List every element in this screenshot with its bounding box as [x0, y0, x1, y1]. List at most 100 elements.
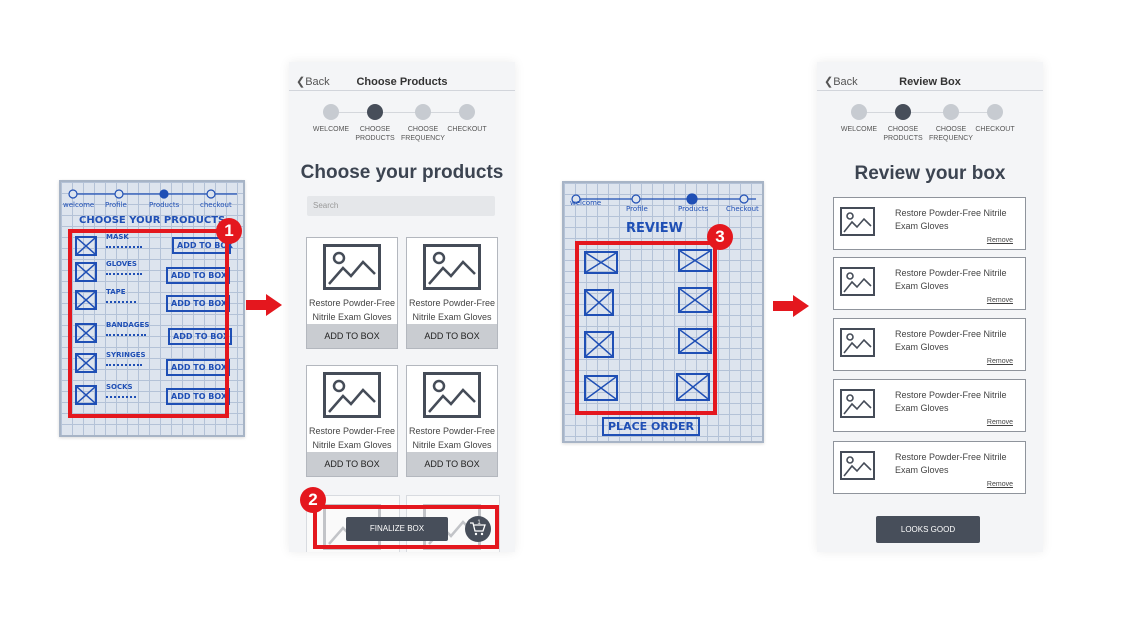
sketch-product-image [584, 375, 618, 401]
sketch-product-image [75, 236, 97, 256]
sketch-grid [564, 183, 762, 441]
page-header-title: Review Box [899, 76, 961, 88]
chevron-left-icon: ❮ [824, 76, 834, 88]
search-input[interactable]: Search [307, 196, 495, 216]
step-choose-products[interactable]: CHOOSE PRODUCTS [345, 104, 405, 143]
step-checkout[interactable]: CHECKOUT [437, 104, 497, 134]
sketch-desc-line [106, 246, 142, 248]
sketch-product-image [584, 331, 614, 358]
cart-button[interactable]: 1 [465, 516, 491, 542]
review-item-name: Restore Powder-Free Nitrile Exam Gloves [895, 452, 1007, 475]
step-label: CHOOSE FREQUENCY [929, 126, 973, 142]
add-to-box-button[interactable]: ADD TO BOX [307, 324, 397, 348]
screen-review-box: ❮Back Review Box WELCOME CHOOSE PRODUCTS… [817, 62, 1043, 552]
back-button[interactable]: ❮Back [824, 75, 858, 88]
back-button[interactable]: ❮Back [296, 75, 330, 88]
step-label: CHOOSE PRODUCTS [883, 126, 923, 142]
annotation-badge-3: 3 [707, 224, 733, 250]
sketch-choose-products: welcome Profile Products checkout CHOOSE… [59, 180, 245, 437]
sketch-step-profile: Profile [105, 201, 127, 209]
sketch-title: CHOOSE YOUR PRODUCTS [79, 215, 226, 226]
sketch-product-image [75, 353, 97, 373]
page-title: Choose your products [300, 162, 504, 183]
remove-link[interactable]: Remove [986, 358, 1013, 365]
cart-count: 1 [477, 520, 481, 526]
product-card[interactable]: Restore Powder-Free Nitrile Exam Gloves … [406, 237, 498, 349]
annotation-highlight-3 [575, 241, 717, 415]
sketch-add-to-box: ADD TO BOX [172, 237, 233, 254]
sketch-stepper-line [68, 189, 237, 199]
image-placeholder-icon [323, 372, 381, 418]
sketch-add-to-box: ADD TO BOX [166, 267, 230, 284]
remove-link[interactable]: Remove [986, 237, 1013, 244]
step-dot [415, 104, 431, 120]
sketch-desc-line [106, 273, 142, 275]
product-card[interactable]: Restore Powder-Free Nitrile Exam Gloves … [406, 365, 498, 477]
sketch-product-image [75, 385, 97, 405]
annotation-badge-1: 1 [216, 218, 242, 244]
step-welcome[interactable]: WELCOME [829, 104, 889, 134]
step-label: WELCOME [312, 126, 350, 133]
screen-header: ❮Back Review Box [817, 62, 1043, 91]
review-item-card: Restore Powder-Free Nitrile Exam Gloves … [833, 197, 1026, 250]
step-dot-active [367, 104, 383, 120]
sketch-place-order: PLACE ORDER [602, 417, 700, 436]
image-placeholder-icon [840, 207, 875, 236]
step-choose-products[interactable]: CHOOSE PRODUCTS [873, 104, 933, 143]
review-item-name: Restore Powder-Free Nitrile Exam Gloves [895, 268, 1007, 291]
step-dot [323, 104, 339, 120]
step-dot [851, 104, 867, 120]
review-item-card: Restore Powder-Free Nitrile Exam Gloves … [833, 441, 1026, 494]
screen-header: ❮Back Choose Products [289, 62, 515, 91]
sketch-product-image [678, 249, 712, 272]
remove-link[interactable]: Remove [986, 481, 1013, 488]
arrow-right-icon [773, 295, 809, 317]
review-item-card: Restore Powder-Free Nitrile Exam Gloves … [833, 257, 1026, 310]
review-item-card: Restore Powder-Free Nitrile Exam Gloves … [833, 379, 1026, 432]
stepper-line [331, 112, 467, 113]
sketch-step-products: Products [678, 205, 709, 213]
sketch-review: welcome Profile Products Checkout REVIEW… [562, 181, 764, 443]
page-title: Review your box [854, 163, 1006, 184]
step-choose-frequency[interactable]: CHOOSE FREQUENCY [921, 104, 981, 143]
product-card[interactable]: Restore Powder-Free Nitrile Exam Gloves … [306, 237, 398, 349]
remove-link[interactable]: Remove [986, 297, 1013, 304]
step-checkout[interactable]: CHECKOUT [965, 104, 1025, 134]
sketch-desc-line [106, 364, 142, 366]
add-to-box-button[interactable]: ADD TO BOX [407, 452, 497, 476]
step-dot [943, 104, 959, 120]
step-choose-frequency[interactable]: CHOOSE FREQUENCY [393, 104, 453, 143]
sketch-product-image [75, 323, 97, 343]
step-label: CHECKOUT [975, 126, 1015, 133]
image-placeholder-icon [423, 244, 481, 290]
sketch-item-gloves: GLOVES [106, 260, 137, 268]
back-label: Back [833, 76, 858, 88]
looks-good-button[interactable]: LOOKS GOOD [876, 516, 980, 543]
annotation-highlight-2 [313, 505, 499, 549]
step-label: WELCOME [840, 126, 878, 133]
review-item-name: Restore Powder-Free Nitrile Exam Gloves [895, 208, 1007, 231]
sketch-step-profile: Profile [626, 205, 648, 213]
arrow-right-icon [246, 294, 282, 316]
add-to-box-button[interactable]: ADD TO BOX [307, 452, 397, 476]
cart-icon [470, 522, 486, 536]
product-card[interactable]: Restore Powder-Free Nitrile Exam Gloves … [306, 365, 398, 477]
sketch-item-bandages: BANDAGES [106, 321, 150, 329]
step-welcome[interactable]: WELCOME [301, 104, 361, 134]
sketch-step-checkout: checkout [200, 201, 232, 209]
sketch-step-welcome: welcome [63, 201, 95, 209]
finalize-box-button[interactable]: FINALIZE BOX [346, 517, 448, 541]
step-label: CHOOSE PRODUCTS [355, 126, 395, 142]
add-to-box-button[interactable]: ADD TO BOX [407, 324, 497, 348]
remove-link[interactable]: Remove [986, 419, 1013, 426]
stepper-line [859, 112, 995, 113]
sketch-item-mask: MASK [106, 233, 129, 241]
product-name: Restore Powder-Free Nitrile Exam Gloves [408, 298, 496, 322]
sketch-title: REVIEW [626, 221, 684, 236]
sketch-desc-line [106, 301, 136, 303]
sketch-desc-line [106, 396, 136, 398]
sketch-add-to-box: ADD TO BOX [168, 328, 232, 345]
review-item-name: Restore Powder-Free Nitrile Exam Gloves [895, 390, 1007, 413]
sketch-item-syringes: SYRINGES [106, 351, 146, 359]
product-name: Restore Powder-Free Nitrile Exam Gloves [308, 298, 396, 322]
